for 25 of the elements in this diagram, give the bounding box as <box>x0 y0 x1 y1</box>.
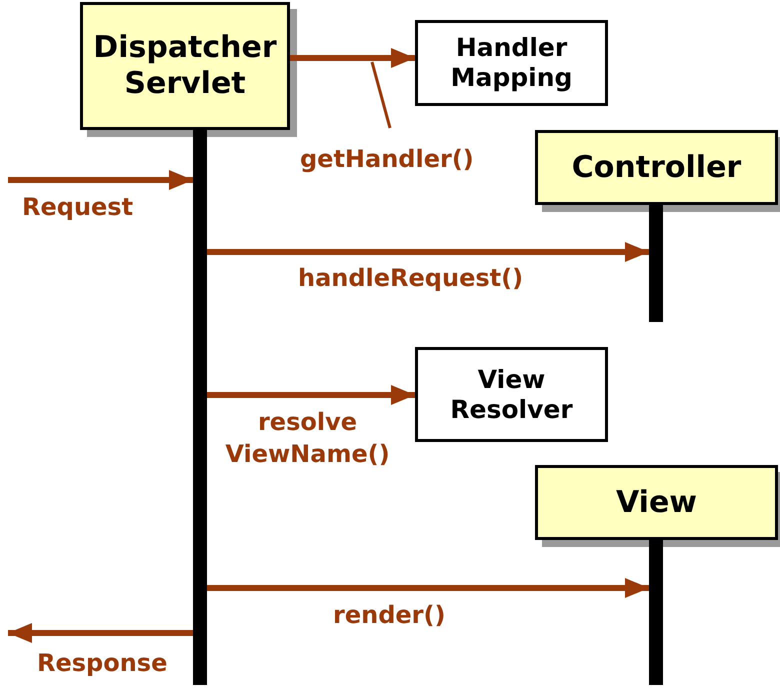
box-label: Handler Mapping <box>450 33 574 93</box>
lifeline-bar <box>649 540 663 685</box>
lifeline-head-box <box>535 130 778 205</box>
edge-label: Response <box>37 649 168 677</box>
edge-label: Request <box>22 193 134 221</box>
edge-label: handleRequest() <box>298 264 524 292</box>
object-box <box>415 347 608 442</box>
box-label: View Resolver <box>449 364 574 424</box>
lifeline-head-box <box>535 465 778 540</box>
lifeline-head-box <box>80 2 290 130</box>
box-label: Controller <box>572 150 742 186</box>
message-arrow <box>8 170 193 190</box>
message-arrow <box>207 242 649 262</box>
lifeline-bar <box>649 205 663 322</box>
edge-label: resolve ViewName() <box>225 408 390 468</box>
message-arrow <box>207 385 415 405</box>
edge-label: getHandler() <box>300 145 474 173</box>
lifeline-bar <box>193 130 207 685</box>
object-box <box>415 20 608 106</box>
box-label: View <box>616 484 698 520</box>
box-label: Dispatcher Servlet <box>92 30 278 102</box>
message-arrow <box>207 578 649 598</box>
edge-label: render() <box>333 601 446 629</box>
message-arrow <box>290 48 415 68</box>
message-arrow <box>8 623 193 643</box>
